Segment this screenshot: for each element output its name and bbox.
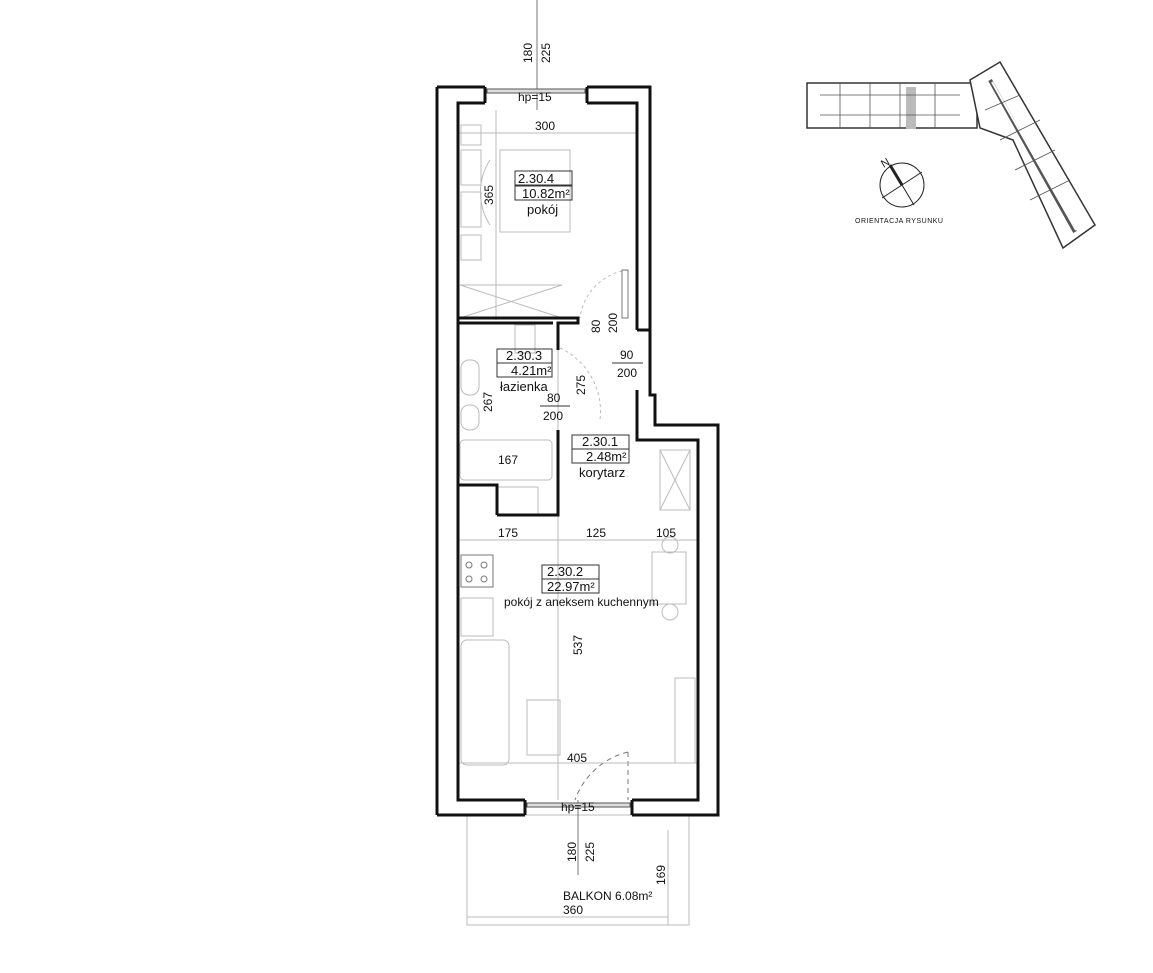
keyplan-caption: ORIENTACJA RYSUNKU <box>855 218 943 225</box>
dim-corridor-length: 275 <box>574 375 588 395</box>
key-plan: N ORIENTACJA RYSUNKU <box>806 60 1096 250</box>
dimension-lines <box>458 0 698 875</box>
room-label-bathroom: 2.30.3 4.21m² łazienka <box>496 348 553 394</box>
furniture <box>459 124 696 801</box>
balcony-label: BALKON 6.08m² <box>563 889 652 903</box>
dim-living-depth: 537 <box>571 635 585 655</box>
balcony-depth: 169 <box>654 865 668 885</box>
bottom-window-height-225: 225 <box>583 842 597 862</box>
dim-bathtub: 167 <box>498 453 518 467</box>
room-name: łazienka <box>500 379 548 394</box>
walls <box>435 85 720 817</box>
bottom-window-width-180: 180 <box>565 842 579 862</box>
north-arrow-icon <box>888 164 904 186</box>
room-id: 2.30.2 <box>547 564 583 579</box>
north-label: N <box>879 156 892 170</box>
room-area: 22.97m² <box>547 579 595 594</box>
dim-entry-door-h: 200 <box>617 366 637 380</box>
dim-living-width: 405 <box>567 751 587 765</box>
balcony-width: 360 <box>563 903 583 917</box>
room-id: 2.30.3 <box>506 348 542 363</box>
dim-bedroom-depth: 365 <box>482 185 496 205</box>
room-label-corridor: 2.30.1 2.48m² korytarz <box>571 434 630 480</box>
room-label-bedroom: 2.30.4 10.82m² pokój <box>514 170 573 217</box>
room-area: 4.21m² <box>511 363 552 378</box>
dim-bath-door-w: 80 <box>547 391 561 405</box>
room-area: 2.48m² <box>586 449 627 464</box>
room-name: korytarz <box>579 465 625 480</box>
dim-living-seg3: 105 <box>656 526 676 540</box>
room-id: 2.30.1 <box>582 434 618 449</box>
room-name: pokój z aneksem kuchennym <box>504 595 659 609</box>
dim-living-seg1: 175 <box>498 526 518 540</box>
room-name: pokój <box>527 202 558 217</box>
dim-bath-door-h: 200 <box>543 409 563 423</box>
top-window-width-180: 180 <box>521 43 535 63</box>
room-id: 2.30.4 <box>518 171 554 186</box>
dim-bedroom-door-h: 200 <box>606 313 620 333</box>
dim-bedroom-door-w: 80 <box>589 319 603 333</box>
top-window-height-225: 225 <box>539 43 553 63</box>
bottom-window-sill: hp=15 <box>561 800 595 814</box>
room-area: 10.82m² <box>522 186 570 201</box>
top-window-sill: hp=15 <box>518 90 552 104</box>
dim-bath-depth: 267 <box>481 392 495 412</box>
dim-entry-door-w: 90 <box>620 348 634 362</box>
dim-living-seg2: 125 <box>586 526 606 540</box>
room-label-living: 2.30.2 22.97m² pokój z aneksem kuchennym <box>504 564 659 609</box>
dim-bedroom-width: 300 <box>535 119 555 133</box>
